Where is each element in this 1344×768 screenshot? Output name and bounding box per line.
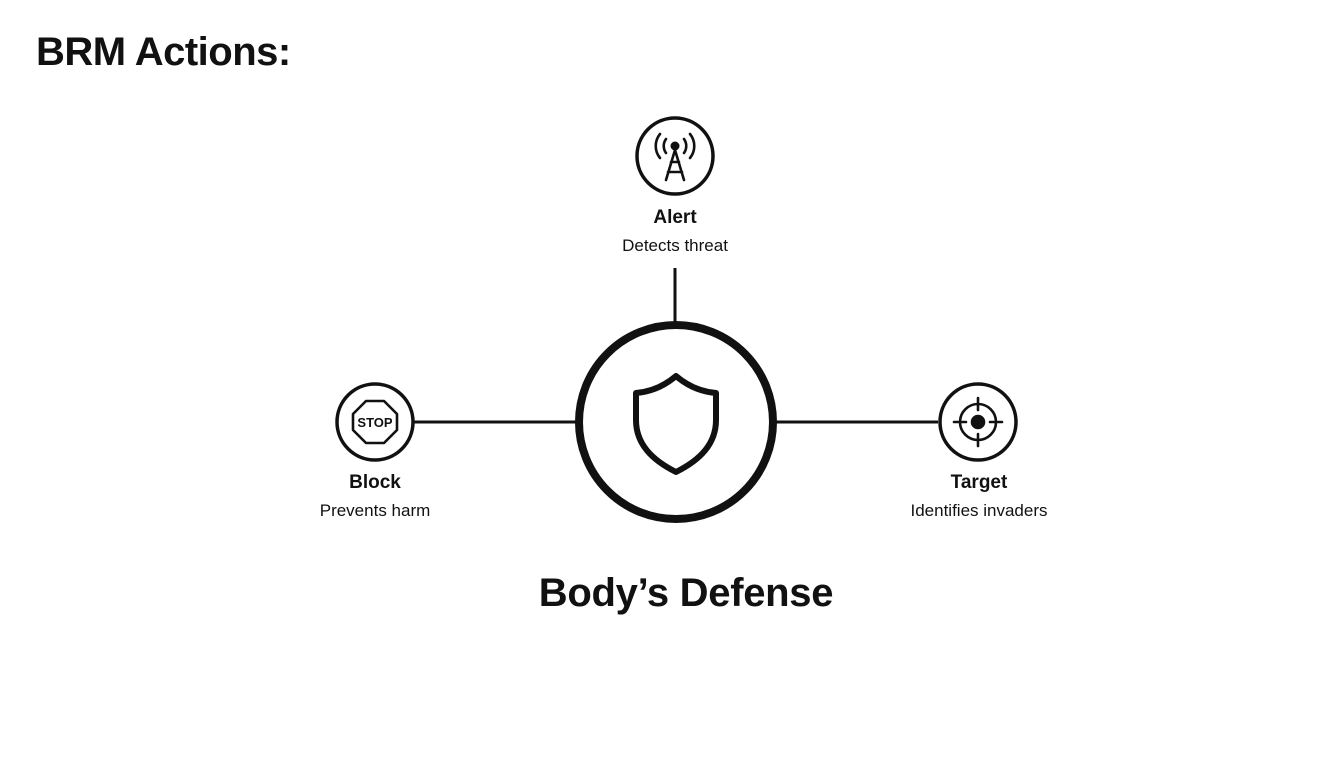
stop-sign-icon: STOP: [351, 399, 399, 445]
target-description: Identifies invaders: [910, 501, 1048, 520]
alert-description: Detects threat: [622, 236, 728, 255]
target-name: Target: [950, 472, 1008, 493]
alert-label: Alert Detects threat: [622, 206, 728, 258]
alert-node: [635, 116, 715, 196]
block-node: STOP: [335, 382, 415, 462]
radio-tower-icon: [654, 132, 696, 182]
target-node: [938, 382, 1018, 462]
stop-sign-text: STOP: [357, 415, 392, 430]
center-hub: [575, 321, 777, 523]
crosshair-icon: [952, 396, 1004, 448]
center-label: Body’s Defense: [538, 571, 834, 615]
page-title: BRM Actions:: [36, 30, 291, 74]
target-label: Target Identifies invaders: [910, 471, 1047, 523]
block-description: Prevents harm: [319, 501, 431, 520]
block-label: Block Prevents harm: [320, 471, 431, 523]
block-name: Block: [349, 472, 401, 493]
alert-name: Alert: [653, 207, 697, 228]
shield-icon: [633, 373, 719, 475]
